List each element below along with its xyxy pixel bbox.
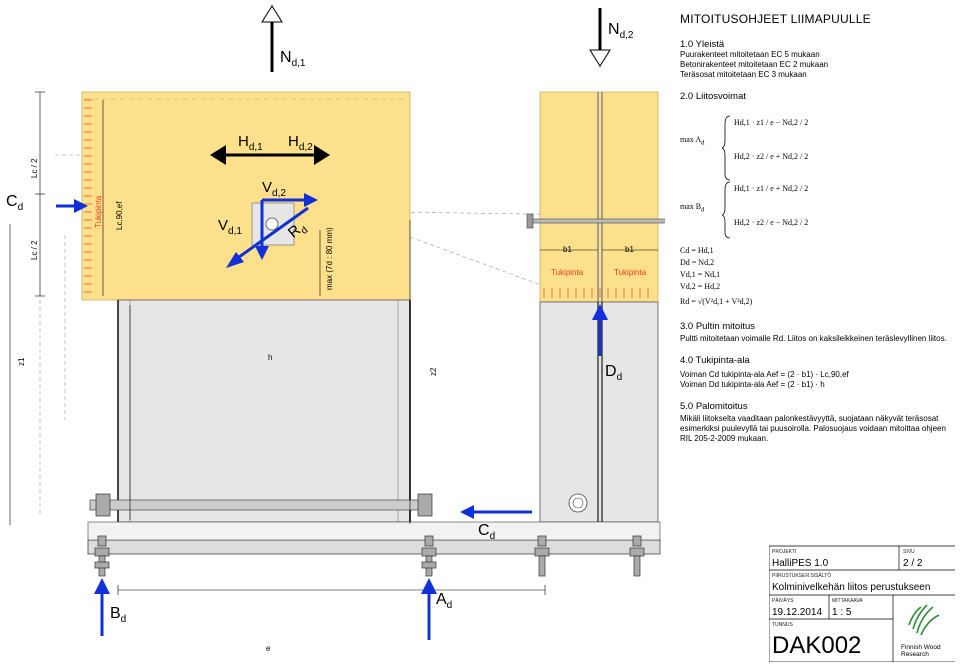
section-fire: 5.0 Palomitoitus Mikäli liitokselta vaad… bbox=[680, 402, 955, 444]
paivays-value: 19.12.2014 bbox=[772, 607, 823, 618]
base-plate bbox=[87, 521, 661, 555]
dim-z1: z1 bbox=[17, 357, 26, 366]
section-bolt: 3.0 Pultin mitoitus Pultti mitoitetaan v… bbox=[680, 322, 955, 344]
bd-label: Bd bbox=[110, 605, 126, 625]
bolt-left bbox=[251, 202, 295, 246]
formula-vd2: Vd,2 = Hd,2 bbox=[680, 282, 721, 291]
bearing-ticks-right bbox=[543, 288, 649, 298]
section-forces: 2.0 Liitosvoimat bbox=[680, 92, 955, 102]
dim-lc-top: Lc / 2 bbox=[30, 158, 39, 178]
mittakaava-value: 1 : 5 bbox=[832, 607, 852, 618]
leaf-icon bbox=[908, 604, 940, 636]
bearing-ticks-left bbox=[84, 99, 92, 293]
general-line-3: Teräsosat mitoitetaan EC 3 mukaan bbox=[680, 70, 807, 79]
logo-text-2: Research bbox=[901, 651, 929, 658]
dim-tukipinta-left: Tukipinta bbox=[551, 268, 584, 277]
cd-left-label: Cd bbox=[6, 193, 23, 213]
title-block-grid bbox=[769, 545, 955, 662]
formula-b1: Hd,1 · z1 / e + Nd,2 / 2 bbox=[734, 184, 809, 193]
section-general: 1.0 Yleistä Puurakenteet mitoitetaan EC … bbox=[680, 40, 955, 80]
section-heading-1: 1.0 Yleistä bbox=[680, 39, 725, 50]
force-arrows bbox=[56, 5, 611, 640]
dim-tukipinta-vertical: Tukipinta bbox=[94, 195, 103, 228]
bolt-text: Pultti mitoitetaan voimalle Rd. Liitos o… bbox=[680, 334, 947, 343]
formula-max-a: max Ad bbox=[680, 135, 705, 147]
general-line-2: Betonirakenteet mitoitetaan EC 2 mukaan bbox=[680, 60, 829, 69]
section-heading-3: 3.0 Pultin mitoitus bbox=[680, 321, 755, 332]
formula-vd1: Vd,1 = Nd,1 bbox=[680, 270, 721, 279]
tunnus-label: TUNNUS bbox=[772, 622, 793, 628]
finnish-wood-logo: Finnish Wood Research bbox=[897, 599, 953, 659]
dim-b1-right: b1 bbox=[625, 245, 634, 254]
dim-tukipinta-right: Tukipinta bbox=[614, 268, 647, 277]
formula-max-b: max Bd bbox=[680, 202, 705, 214]
base-bolt bbox=[89, 493, 588, 517]
dim-z2: z2 bbox=[429, 367, 438, 376]
formula-dd: Dd = Nd,2 bbox=[680, 258, 715, 267]
bearing-line-1: Voiman Cd tukipinta-ala Aef = (2 · b1) ·… bbox=[680, 370, 849, 379]
dim-h: h bbox=[268, 353, 272, 362]
logo-text-1: Finnish Wood bbox=[901, 644, 941, 651]
mittakaava-label: MITTAKAAVA bbox=[832, 598, 863, 604]
formula-b2: Hd,2 · z2 / e − Nd,2 / 2 bbox=[734, 218, 809, 227]
formula-rd: Rd = √(V²d,1 + V²d,2) bbox=[680, 297, 753, 306]
section-heading-2: 2.0 Liitosvoimat bbox=[680, 91, 747, 102]
formula-a2: Hd,2 · z2 / e + Nd,2 / 2 bbox=[734, 152, 809, 161]
formula-a1: Hd,1 · z1 / e − Nd,2 / 2 bbox=[734, 118, 809, 127]
dim-b1-left: b1 bbox=[563, 245, 572, 254]
sisalto-label: PIIRUSTUKSEN SISÄLTÖ bbox=[772, 573, 832, 579]
page-title: MITOITUSOHJEET LIIMAPUULLE bbox=[680, 12, 871, 26]
title-block: PROJEKTI HalliPES 1.0 SIVU 2 / 2 PIIRUST… bbox=[769, 545, 955, 662]
general-line-1: Puurakenteet mitoitetaan EC 5 mukaan bbox=[680, 50, 820, 59]
dim-lc90: Lc,90,ef bbox=[115, 201, 124, 230]
vd1-label: Vd,1 bbox=[218, 217, 242, 237]
formula-cd: Cd = Hd,1 bbox=[680, 246, 714, 255]
dim-e: e bbox=[266, 644, 271, 653]
cd-right-label: Cd bbox=[478, 522, 495, 542]
nd1-label: Nd,1 bbox=[280, 49, 306, 69]
hd1-label: Hd,1 bbox=[238, 133, 263, 153]
bolt-right bbox=[526, 213, 665, 229]
nd2-label: Nd,2 bbox=[608, 21, 634, 41]
dim-max7d: max (7d : 80 mm) bbox=[325, 227, 334, 290]
paivays-label: PÄIVÄYS bbox=[772, 598, 794, 604]
vd2-label: Vd,2 bbox=[262, 179, 286, 199]
fire-text: Mikäli liitokselta vaaditaan palonkestäv… bbox=[680, 414, 946, 443]
connection-drawing: Nd,1 Nd,2 Hd,1 Hd,2 Vd,2 Vd,1 Rd Cd Dd C… bbox=[6, 5, 665, 653]
section-heading-4: 4.0 Tukipinta-ala bbox=[680, 355, 750, 366]
sisalto-value: Kolminivelkehän liitos perustukseen bbox=[772, 582, 931, 593]
hd2-label: Hd,2 bbox=[288, 133, 313, 153]
sivu-value: 2 / 2 bbox=[903, 558, 923, 569]
tunnus-value: DAK002 bbox=[772, 632, 862, 659]
section-bearing: 4.0 Tukipinta-ala Voiman Cd tukipinta-al… bbox=[680, 356, 955, 390]
section-heading-5: 5.0 Palomitoitus bbox=[680, 401, 748, 412]
steel-plate-left bbox=[117, 299, 411, 523]
projekti-label: PROJEKTI bbox=[772, 549, 797, 555]
dd-label: Dd bbox=[605, 363, 622, 383]
ad-label: Ad bbox=[436, 591, 452, 611]
left-glulam-member bbox=[81, 91, 411, 301]
bearing-line-2: Voiman Dd tukipinta-ala Aef = (2 · b1) ·… bbox=[680, 380, 825, 389]
anchor-bolts bbox=[94, 535, 645, 577]
projekti-value: HalliPES 1.0 bbox=[772, 558, 829, 569]
formula-braces bbox=[722, 115, 731, 239]
dimension-lines bbox=[9, 91, 658, 595]
dim-lc-bottom: Lc / 2 bbox=[30, 240, 39, 260]
sivu-label: SIVU bbox=[903, 549, 915, 555]
